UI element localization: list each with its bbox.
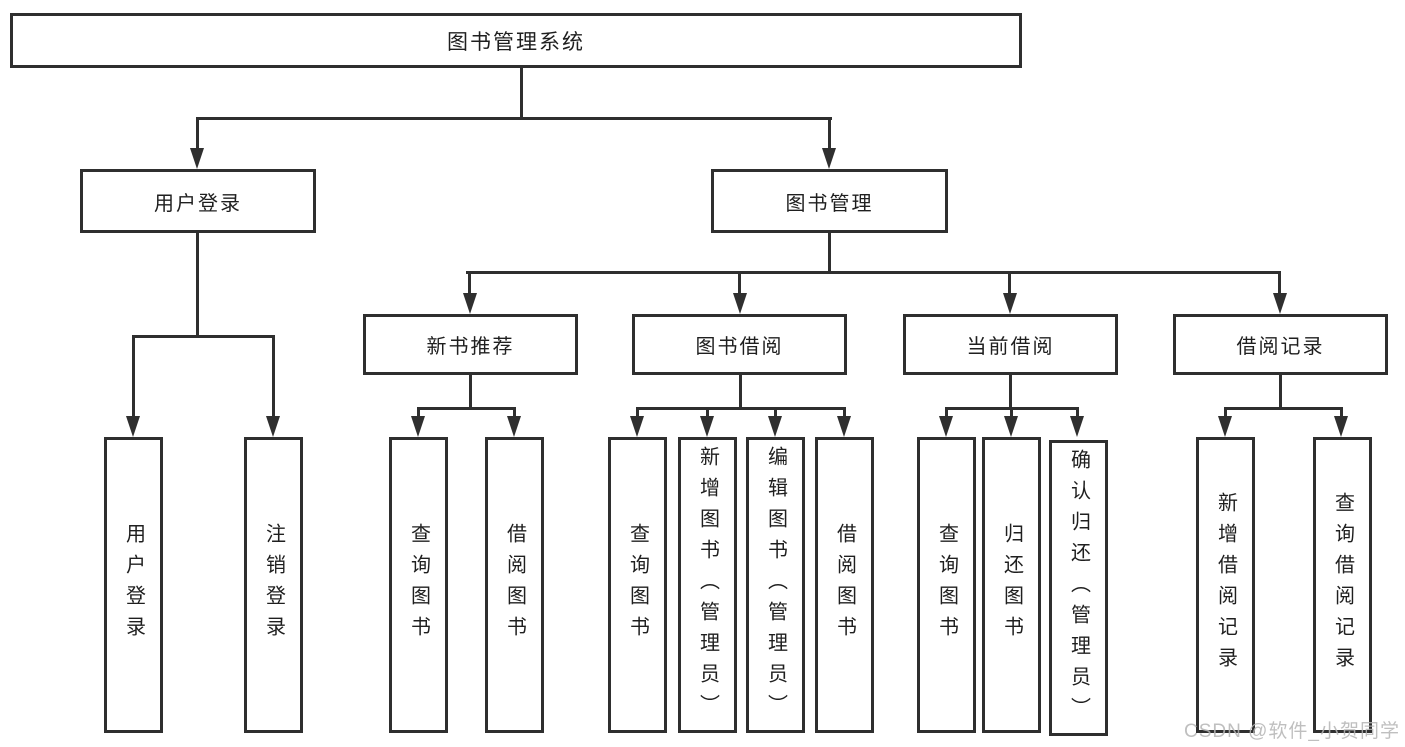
connector-drop [1076, 407, 1079, 419]
arrow-down-icon [1334, 416, 1348, 437]
leaf-label: 查询图书 [935, 523, 958, 647]
leaf-label: 借阅图书 [503, 523, 526, 647]
node-book-management: 图书管理 [711, 169, 948, 233]
connector-drop-book-management [828, 117, 831, 151]
leaf-label: 归还图书 [1000, 523, 1023, 647]
connector-drop [945, 407, 948, 419]
connector-drop [843, 407, 846, 419]
arrow-down-icon [630, 416, 644, 437]
arrow-down-icon [768, 416, 782, 437]
connector-recommend-rail [417, 407, 516, 410]
leaf-query-books-recommend: 查询图书 [389, 437, 448, 733]
arrow-down-icon [837, 416, 851, 437]
connector-user-login-stem [196, 233, 199, 338]
connector-drop-leaf-user-login [132, 335, 135, 419]
arrow-down-icon [190, 148, 204, 169]
leaf-label: 查询借阅记录 [1331, 492, 1354, 678]
arrow-down-icon [507, 416, 521, 437]
leaf-query-books-borrowing: 查询图书 [608, 437, 667, 733]
arrow-down-icon [266, 416, 280, 437]
connector-records-rail [1224, 407, 1343, 410]
arrow-down-icon [700, 416, 714, 437]
connector-drop [774, 407, 777, 419]
connector-drop-records [1278, 271, 1281, 296]
leaf-query-borrow-record: 查询借阅记录 [1313, 437, 1372, 733]
arrow-down-icon [1070, 416, 1084, 437]
leaf-label: 新增图书（管理员） [696, 445, 719, 725]
connector-drop [636, 407, 639, 419]
connector-drop-current [1008, 271, 1011, 296]
connector-drop-borrowing [738, 271, 741, 296]
leaf-label: 编辑图书（管理员） [764, 445, 787, 725]
arrow-down-icon [733, 293, 747, 314]
leaf-label: 确认归还（管理员） [1067, 448, 1090, 728]
connector-drop-leaf-logout [272, 335, 275, 419]
connector-recommend-stem [469, 375, 472, 410]
connector-level2-rail [196, 117, 832, 120]
node-new-book-recommend: 新书推荐 [363, 314, 578, 375]
leaf-add-borrow-record: 新增借阅记录 [1196, 437, 1255, 733]
connector-current-stem [1009, 375, 1012, 410]
leaf-confirm-return-admin: 确认归还（管理员） [1049, 440, 1108, 736]
node-borrowing-records: 借阅记录 [1173, 314, 1388, 375]
node-user-login: 用户登录 [80, 169, 316, 233]
connector-borrowing-stem [739, 375, 742, 410]
csdn-watermark: CSDN @软件_小贺同学 [1184, 721, 1400, 742]
connector-records-stem [1279, 375, 1282, 410]
arrow-down-icon [822, 148, 836, 169]
connector-drop-user-login [196, 117, 199, 151]
leaf-query-books-current: 查询图书 [917, 437, 976, 733]
leaf-edit-books-admin: 编辑图书（管理员） [746, 437, 805, 733]
node-library-system: 图书管理系统 [10, 13, 1022, 68]
connector-drop [1010, 407, 1013, 419]
arrow-down-icon [939, 416, 953, 437]
connector-drop [706, 407, 709, 419]
node-book-borrowing: 图书借阅 [632, 314, 847, 375]
arrow-down-icon [411, 416, 425, 437]
arrow-down-icon [463, 293, 477, 314]
arrow-down-icon [1273, 293, 1287, 314]
arrow-down-icon [126, 416, 140, 437]
connector-drop [513, 407, 516, 419]
connector-drop [417, 407, 420, 419]
leaf-borrow-books-borrowing: 借阅图书 [815, 437, 874, 733]
leaf-label: 用户登录 [122, 523, 145, 647]
connector-level3-rail [466, 271, 1281, 274]
connector-user-login-rail [132, 335, 275, 338]
connector-root-stem [520, 68, 523, 119]
connector-drop [1224, 407, 1227, 419]
leaf-logout: 注销登录 [244, 437, 303, 733]
arrow-down-icon [1218, 416, 1232, 437]
leaf-label: 查询图书 [407, 523, 430, 647]
leaf-label: 借阅图书 [833, 523, 856, 647]
connector-drop [1340, 407, 1343, 419]
arrow-down-icon [1004, 416, 1018, 437]
leaf-label: 注销登录 [262, 523, 285, 647]
leaf-label: 新增借阅记录 [1214, 492, 1237, 678]
connector-book-management-stem [828, 233, 831, 274]
arrow-down-icon [1003, 293, 1017, 314]
leaf-label: 查询图书 [626, 523, 649, 647]
connector-borrowing-rail [636, 407, 845, 410]
leaf-add-books-admin: 新增图书（管理员） [678, 437, 737, 733]
connector-drop-recommend [468, 271, 471, 296]
node-current-borrowing: 当前借阅 [903, 314, 1118, 375]
leaf-return-books: 归还图书 [982, 437, 1041, 733]
leaf-user-login: 用户登录 [104, 437, 163, 733]
leaf-borrow-books-recommend: 借阅图书 [485, 437, 544, 733]
